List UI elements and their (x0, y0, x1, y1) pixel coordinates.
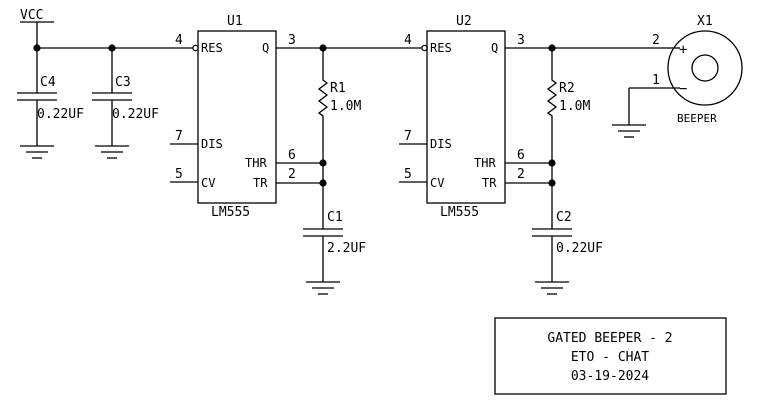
r1-ref: R1 (330, 81, 346, 96)
u2-pin-thr-label: THR (474, 156, 496, 170)
title-line-3: 03-19-2024 (571, 369, 649, 384)
u2-pin-q-label: Q (491, 41, 498, 55)
u2-pin-dis-label: DIS (430, 137, 452, 151)
u1-pin-dis-label: DIS (201, 137, 223, 151)
r2-ref: R2 (559, 81, 575, 96)
u2-pin-res-label: RES (430, 41, 452, 55)
resistor-r1 (317, 48, 329, 163)
c3-value: 0.22UF (112, 107, 159, 122)
u1-pin-2-number: 2 (288, 167, 296, 182)
ic-u1 (170, 30, 277, 204)
beeper-inner-ring (691, 54, 719, 82)
title-block-frame (494, 317, 727, 395)
u2-part: LM555 (440, 205, 479, 220)
vcc-label: VCC (20, 8, 43, 23)
u1-body (197, 30, 277, 204)
u1-part: LM555 (211, 205, 250, 220)
c4-ref: C4 (40, 75, 56, 90)
x1-ref: X1 (697, 14, 713, 29)
beeper-outer-ring (667, 30, 743, 106)
c2-value: 0.22UF (556, 241, 603, 256)
u1-pin-3-number: 3 (288, 33, 296, 48)
capacitor-c4 (17, 48, 57, 159)
ground-symbol (535, 281, 569, 295)
u1-res-inversion-bubble (192, 44, 199, 52)
u1-pin-tr-label: TR (253, 176, 268, 190)
u2-pin-5-number: 5 (404, 167, 412, 182)
u1-pin-5-number: 5 (175, 167, 183, 182)
vcc-rail (20, 21, 193, 52)
ground-symbol (306, 281, 340, 295)
ground-symbol (612, 124, 646, 138)
u1-pin-res-label: RES (201, 41, 223, 55)
u2-pin-3-number: 3 (517, 33, 525, 48)
beeper-plus-sign: + (679, 42, 687, 58)
c1-value: 2.2UF (327, 241, 366, 256)
ground-symbol (95, 145, 129, 159)
u1-pin-4-number: 4 (175, 33, 183, 48)
c3-ref: C3 (115, 75, 131, 90)
c4-value: 0.22UF (37, 107, 84, 122)
r2-value: 1.0M (559, 99, 590, 114)
title-line-2: ETO - CHAT (571, 350, 649, 365)
ground-symbol (20, 145, 54, 159)
u1-pin-thr-label: THR (245, 156, 267, 170)
u2-pin-6-number: 6 (517, 148, 525, 163)
u1-pin-cv-label: CV (201, 176, 215, 190)
c2-ref: C2 (556, 210, 572, 225)
u2-pin-2-number: 2 (517, 167, 525, 182)
u1-pin-7-number: 7 (175, 129, 183, 144)
u2-res-inversion-bubble (421, 44, 428, 52)
capacitor-c1 (303, 163, 343, 295)
capacitor-c2 (532, 163, 572, 295)
u1-ref: U1 (227, 14, 243, 29)
title-block (494, 317, 727, 395)
capacitor-c3 (92, 48, 132, 159)
beeper-minus-sign: − (679, 81, 687, 97)
u2-body (426, 30, 506, 204)
u2-pin-4-number: 4 (404, 33, 412, 48)
u1-timing-network (276, 44, 422, 187)
x1-pin-1-number: 1 (652, 73, 660, 88)
u2-timing-network (505, 44, 668, 187)
title-line-1: GATED BEEPER - 2 (547, 331, 672, 346)
c1-ref: C1 (327, 210, 343, 225)
u1-pin-q-label: Q (262, 41, 269, 55)
u2-pin-7-number: 7 (404, 129, 412, 144)
ic-u2 (399, 30, 506, 204)
x1-pin-2-number: 2 (652, 33, 660, 48)
u2-ref: U2 (456, 14, 472, 29)
u2-pin-tr-label: TR (482, 176, 497, 190)
u1-pin-6-number: 6 (288, 148, 296, 163)
x1-label: BEEPER (677, 112, 717, 125)
u2-pin-cv-label: CV (430, 176, 444, 190)
resistor-r2 (546, 48, 558, 163)
beeper-x1 (612, 30, 743, 138)
r1-value: 1.0M (330, 99, 361, 114)
